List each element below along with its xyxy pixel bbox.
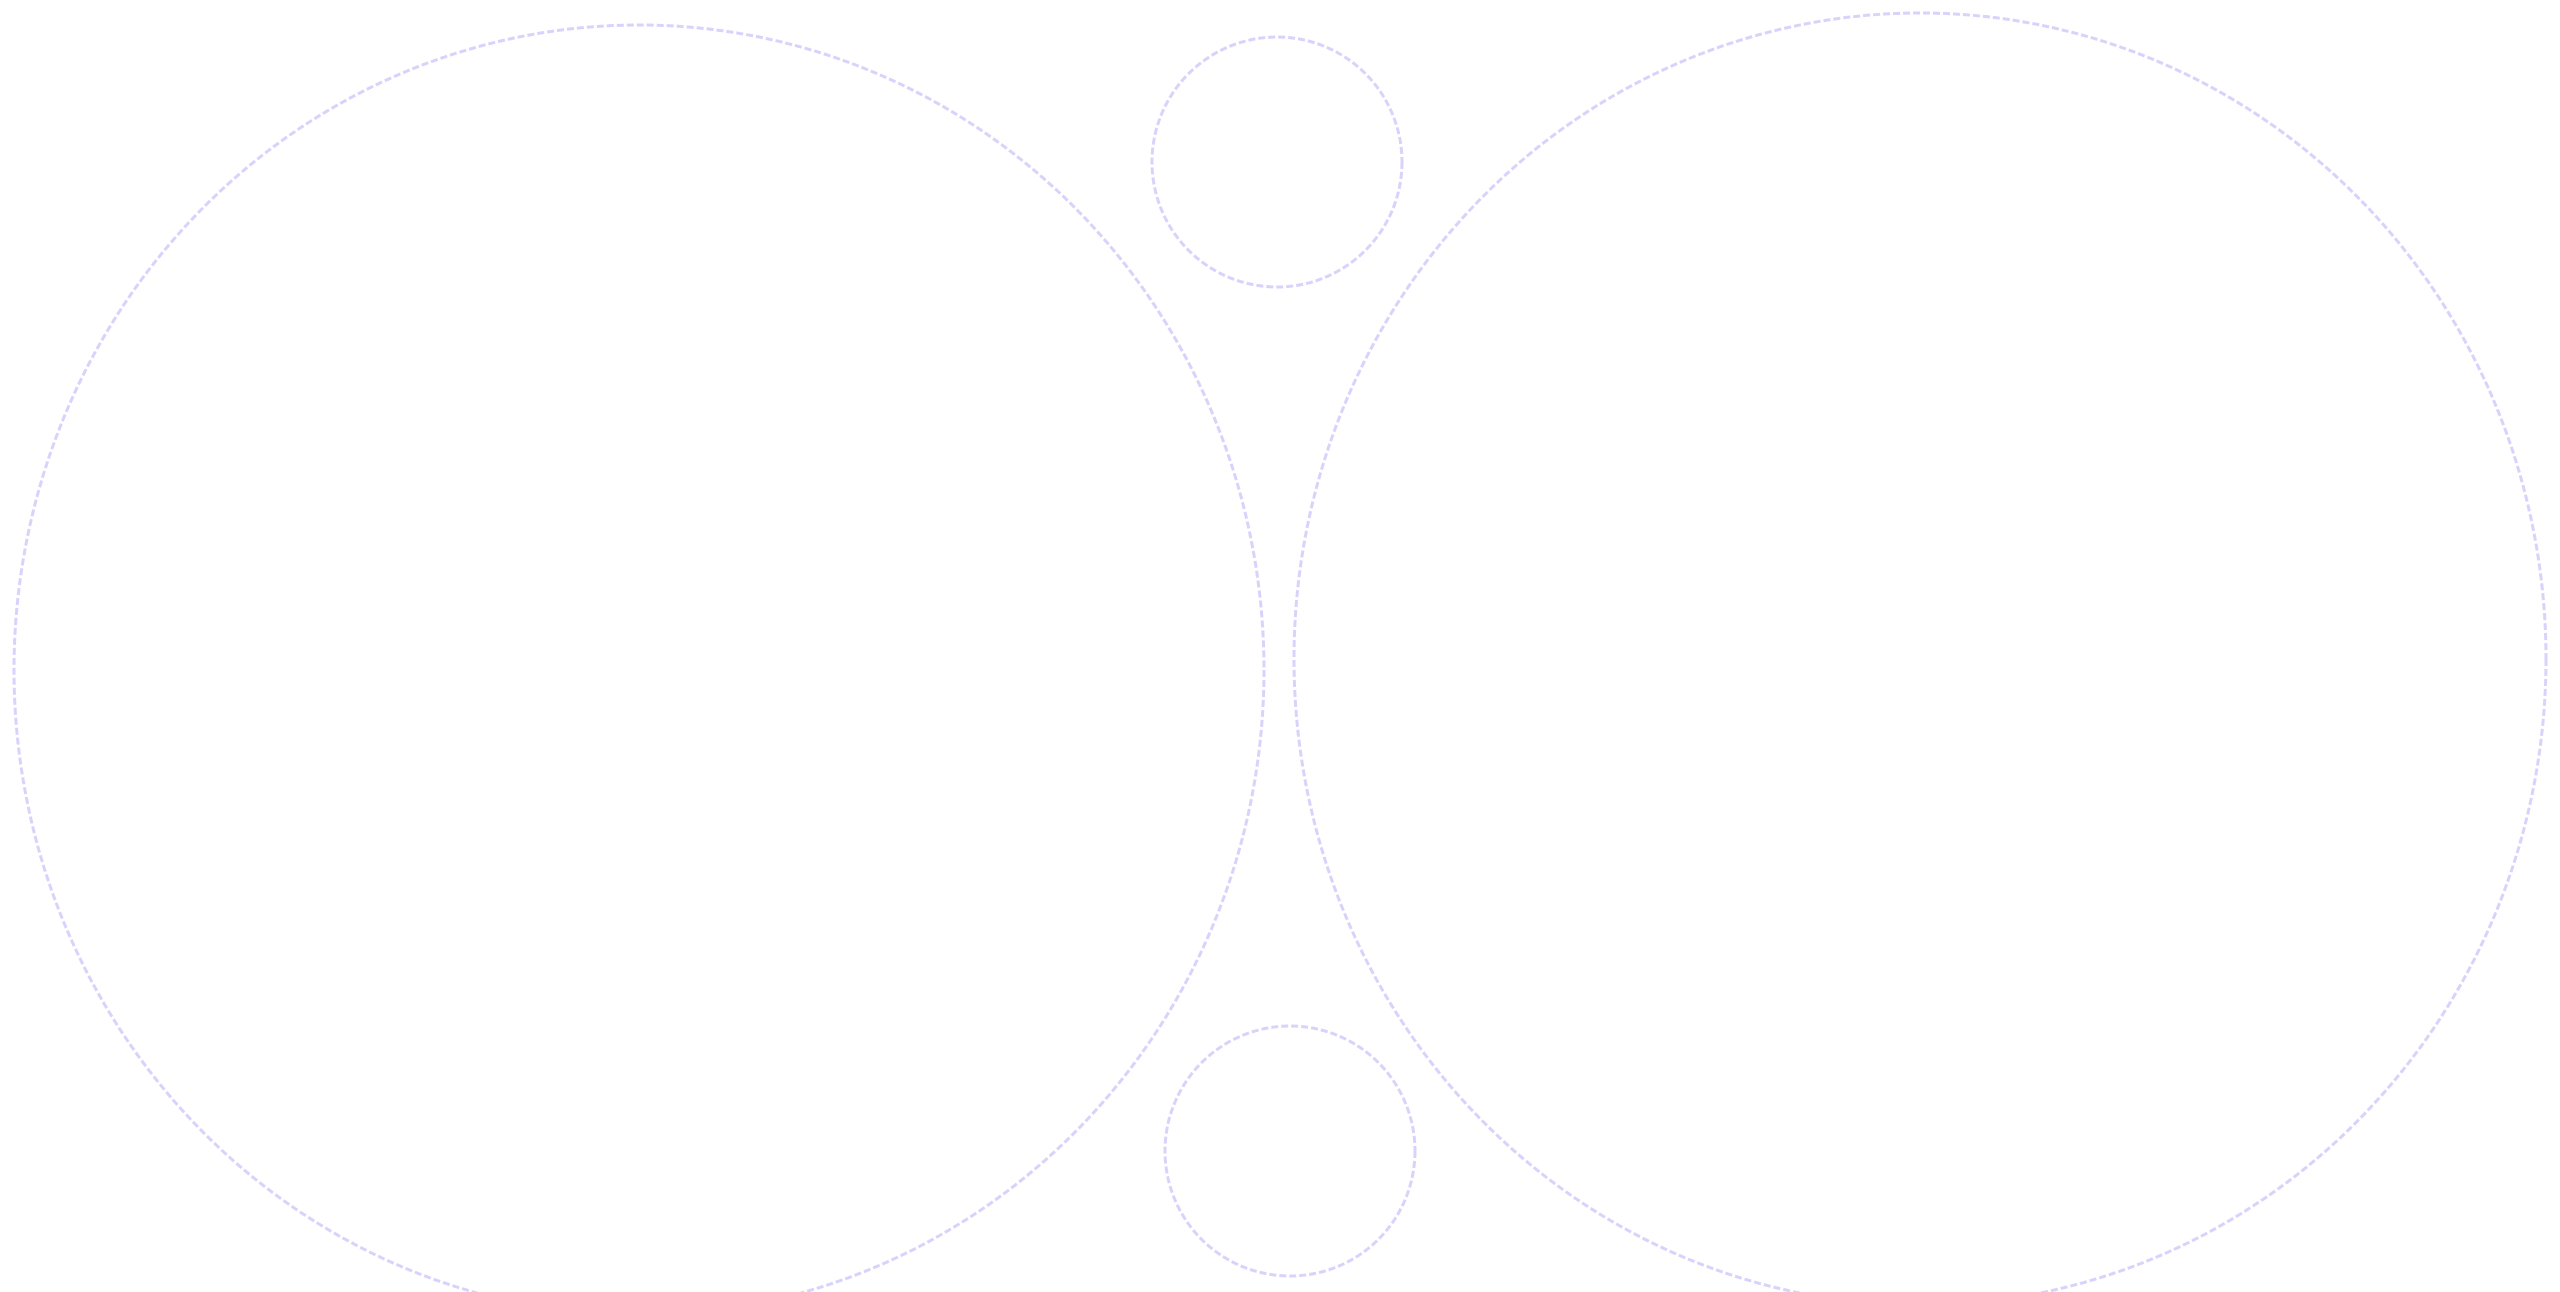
large-right-circle [1292, 11, 2548, 1292]
large-left-circle [12, 23, 1266, 1292]
small-bottom-circle [1163, 1024, 1417, 1278]
small-top-circle [1150, 35, 1404, 289]
